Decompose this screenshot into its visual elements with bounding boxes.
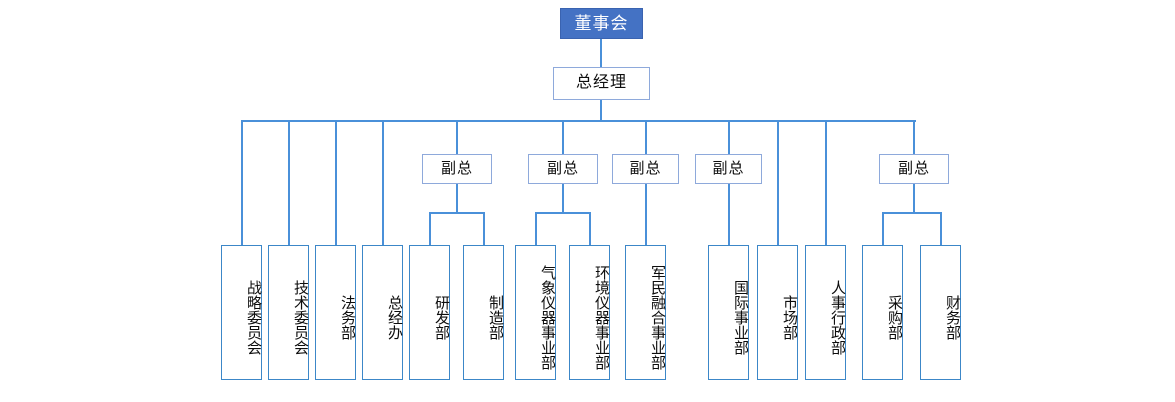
- connector-gm-drop: [600, 100, 602, 120]
- node-vice-president-3[interactable]: 副总: [612, 154, 679, 184]
- connector-vp2-to-environmental-instrument-division: [589, 212, 591, 245]
- connector-bus-to-vp-5: [913, 120, 915, 154]
- connector-vp5-to-finance-department: [940, 212, 942, 245]
- main-horizontal-bus: [241, 120, 916, 122]
- connector-bus-to-vp-1: [456, 120, 458, 154]
- node-marketing-department[interactable]: 市场部: [757, 245, 798, 380]
- node-label: 总经理: [575, 74, 627, 92]
- connector-vp1-drop: [456, 184, 458, 212]
- node-label: 副总: [440, 160, 473, 178]
- connector-bus-to-vp-4: [728, 120, 730, 154]
- node-label: 副总: [629, 160, 662, 178]
- node-label: 董事会: [574, 13, 629, 33]
- connector-vp2-bus: [535, 212, 590, 214]
- node-label: 副总: [712, 160, 745, 178]
- connector-root-to-gm: [600, 39, 602, 67]
- node-label: 市场部: [781, 295, 798, 340]
- connector-vp1-to-manufacturing-department: [483, 212, 485, 245]
- node-label: 法务部: [339, 295, 356, 340]
- node-vice-president-5[interactable]: 副总: [879, 154, 949, 184]
- connector-vp3-to-civil-military-division: [645, 184, 647, 245]
- node-label: 战略委员会: [245, 280, 262, 355]
- node-rd-department[interactable]: 研发部: [409, 245, 450, 380]
- node-label: 副总: [546, 160, 579, 178]
- node-hr-admin-department[interactable]: 人事行政部: [805, 245, 846, 380]
- node-label: 技术委员会: [292, 280, 309, 355]
- node-finance-department[interactable]: 财务部: [920, 245, 961, 380]
- connector-vp2-drop: [562, 184, 564, 212]
- node-international-division[interactable]: 国际事业部: [708, 245, 749, 380]
- node-label: 国际事业部: [732, 280, 749, 355]
- node-strategy-committee[interactable]: 战略委员会: [221, 245, 262, 380]
- node-label: 制造部: [487, 295, 504, 340]
- node-procurement-department[interactable]: 采购部: [862, 245, 903, 380]
- node-manufacturing-department[interactable]: 制造部: [463, 245, 504, 380]
- node-label: 副总: [897, 160, 930, 178]
- node-vice-president-1[interactable]: 副总: [422, 154, 492, 184]
- connector-bus-to-gm-office: [382, 120, 384, 245]
- node-gm-office[interactable]: 总经办: [362, 245, 403, 380]
- connector-vp5-bus: [882, 212, 941, 214]
- node-vice-president-2[interactable]: 副总: [528, 154, 598, 184]
- connector-bus-to-legal-department: [335, 120, 337, 245]
- node-label: 气象仪器事业部: [539, 265, 556, 370]
- node-meteorological-instrument-division[interactable]: 气象仪器事业部: [515, 245, 556, 380]
- connector-bus-to-strategy-committee: [241, 120, 243, 245]
- connector-bus-to-technology-committee: [288, 120, 290, 245]
- node-board-of-directors[interactable]: 董事会: [560, 8, 643, 39]
- node-label: 环境仪器事业部: [593, 265, 610, 370]
- connector-bus-to-vp-3: [645, 120, 647, 154]
- node-general-manager[interactable]: 总经理: [553, 67, 650, 100]
- node-civil-military-integration-division[interactable]: 军民融合事业部: [625, 245, 666, 380]
- node-technology-committee[interactable]: 技术委员会: [268, 245, 309, 380]
- connector-vp2-to-meteorological-instrument-division: [535, 212, 537, 245]
- node-legal-department[interactable]: 法务部: [315, 245, 356, 380]
- node-label: 研发部: [433, 295, 450, 340]
- connector-vp1-to-rd-department: [429, 212, 431, 245]
- connector-vp1-bus: [429, 212, 484, 214]
- connector-vp5-to-procurement-department: [882, 212, 884, 245]
- connector-bus-to-hr-admin-department: [825, 120, 827, 245]
- connector-bus-to-vp-2: [562, 120, 564, 154]
- node-label: 军民融合事业部: [649, 265, 666, 370]
- node-label: 人事行政部: [829, 280, 846, 355]
- node-vice-president-4[interactable]: 副总: [695, 154, 762, 184]
- node-label: 财务部: [944, 295, 961, 340]
- connector-vp5-drop: [913, 184, 915, 212]
- connector-bus-to-marketing-department: [777, 120, 779, 245]
- node-environmental-instrument-division[interactable]: 环境仪器事业部: [569, 245, 610, 380]
- node-label: 总经办: [386, 295, 403, 340]
- connector-vp4-to-international-division: [728, 184, 730, 245]
- node-label: 采购部: [886, 295, 903, 340]
